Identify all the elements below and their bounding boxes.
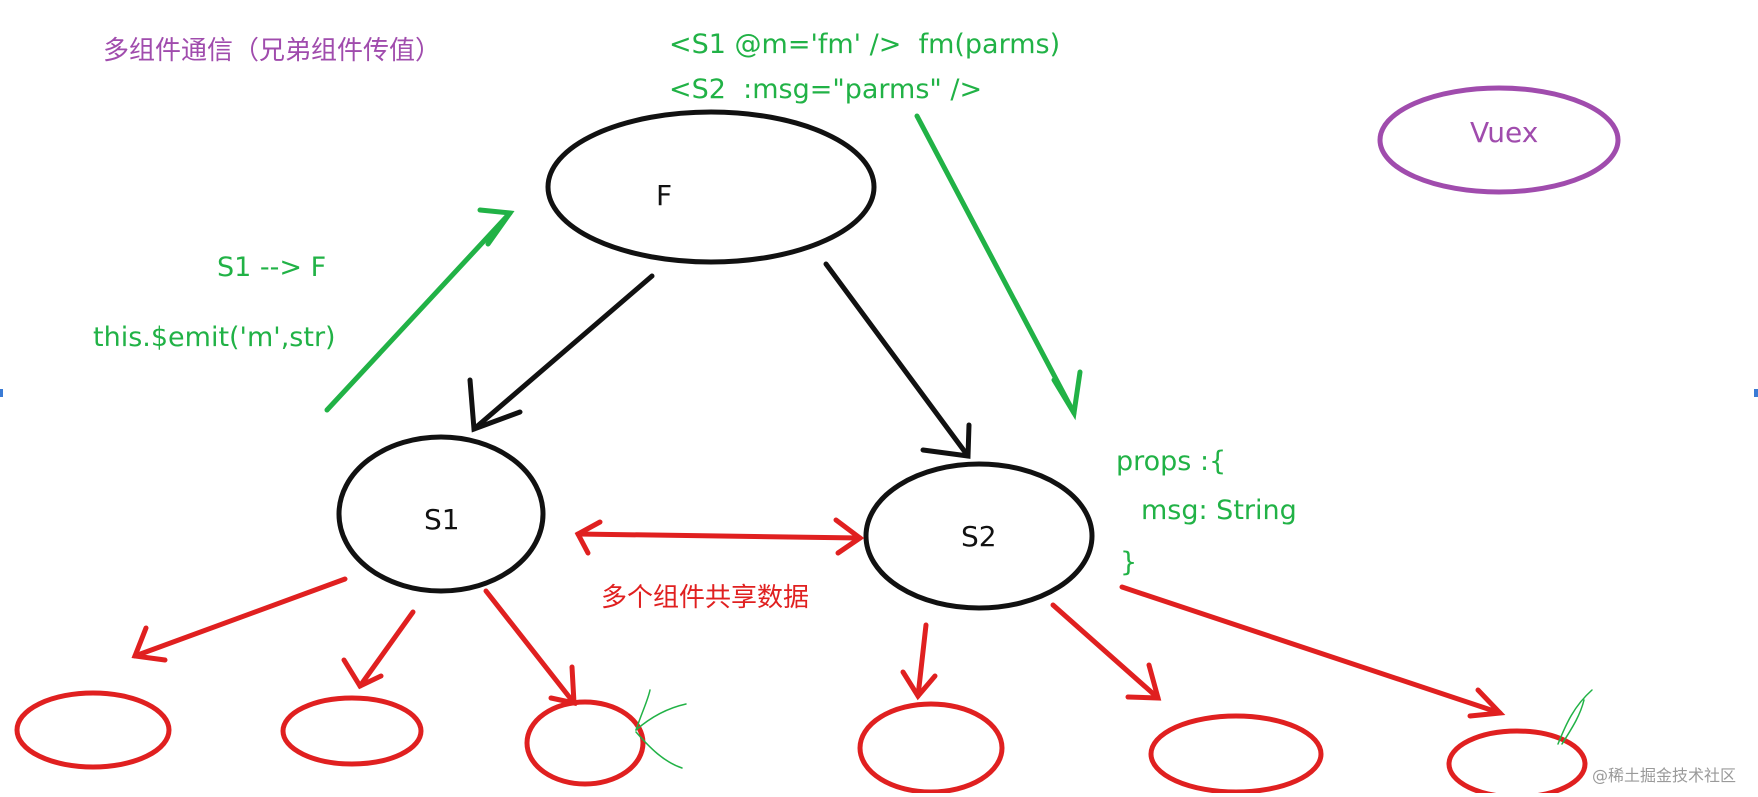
watermark: @稀土掘金技术社区 [1592, 766, 1737, 785]
arrow-s2-child-2 [1050, 602, 1162, 701]
node-f-ellipse [545, 109, 877, 265]
arrow-s2-child-1 [900, 622, 938, 701]
emit-heading: S1 --> F [217, 252, 327, 283]
code-s1-tag: <S1 @m='fm' /> fm(parms) [669, 29, 1061, 60]
shared-data-label: 多个组件共享数据 [601, 583, 810, 613]
edge-marker-left [0, 389, 3, 397]
check-mark-scribble-1 [635, 689, 687, 769]
node-vuex-ellipse [1377, 85, 1621, 195]
node-s2-ellipse [863, 461, 1095, 611]
props-field: msg: String [1141, 495, 1297, 526]
arrow-f-to-s1 [467, 273, 655, 433]
child-ellipse-4 [857, 701, 1005, 795]
arrow-f-to-s2-props [914, 113, 1083, 421]
child-ellipse-3 [524, 699, 646, 787]
diagram-title: 多组件通信（兄弟组件传值） [103, 36, 442, 66]
emit-call: this.$emit('m',str) [93, 322, 336, 353]
arrow-s1-child-3 [483, 588, 577, 707]
child-ellipse-1 [14, 690, 172, 770]
node-s2-label: S2 [961, 520, 997, 553]
arrow-s1-child-2 [341, 609, 416, 690]
node-f-label: F [656, 179, 673, 212]
code-s2-tag: <S2 :msg="parms" /> [669, 74, 983, 105]
check-mark-scribble-2 [1557, 689, 1593, 745]
child-ellipse-2 [280, 695, 424, 767]
child-ellipse-6 [1446, 728, 1588, 797]
edge-marker-right [1754, 389, 1758, 397]
arrow-s1-child-1 [131, 576, 348, 663]
arrow-shared-data [574, 517, 865, 556]
child-ellipse-5 [1148, 713, 1324, 795]
arrow-s2-child-3 [1119, 584, 1506, 719]
node-s1-ellipse [336, 434, 546, 594]
props-close: } [1120, 547, 1138, 578]
props-open: props :{ [1116, 446, 1227, 477]
arrow-f-to-s2 [823, 261, 972, 459]
node-s1-label: S1 [424, 503, 460, 536]
node-vuex-label: Vuex [1470, 116, 1539, 149]
arrow-s1-to-f-emit [324, 207, 515, 413]
